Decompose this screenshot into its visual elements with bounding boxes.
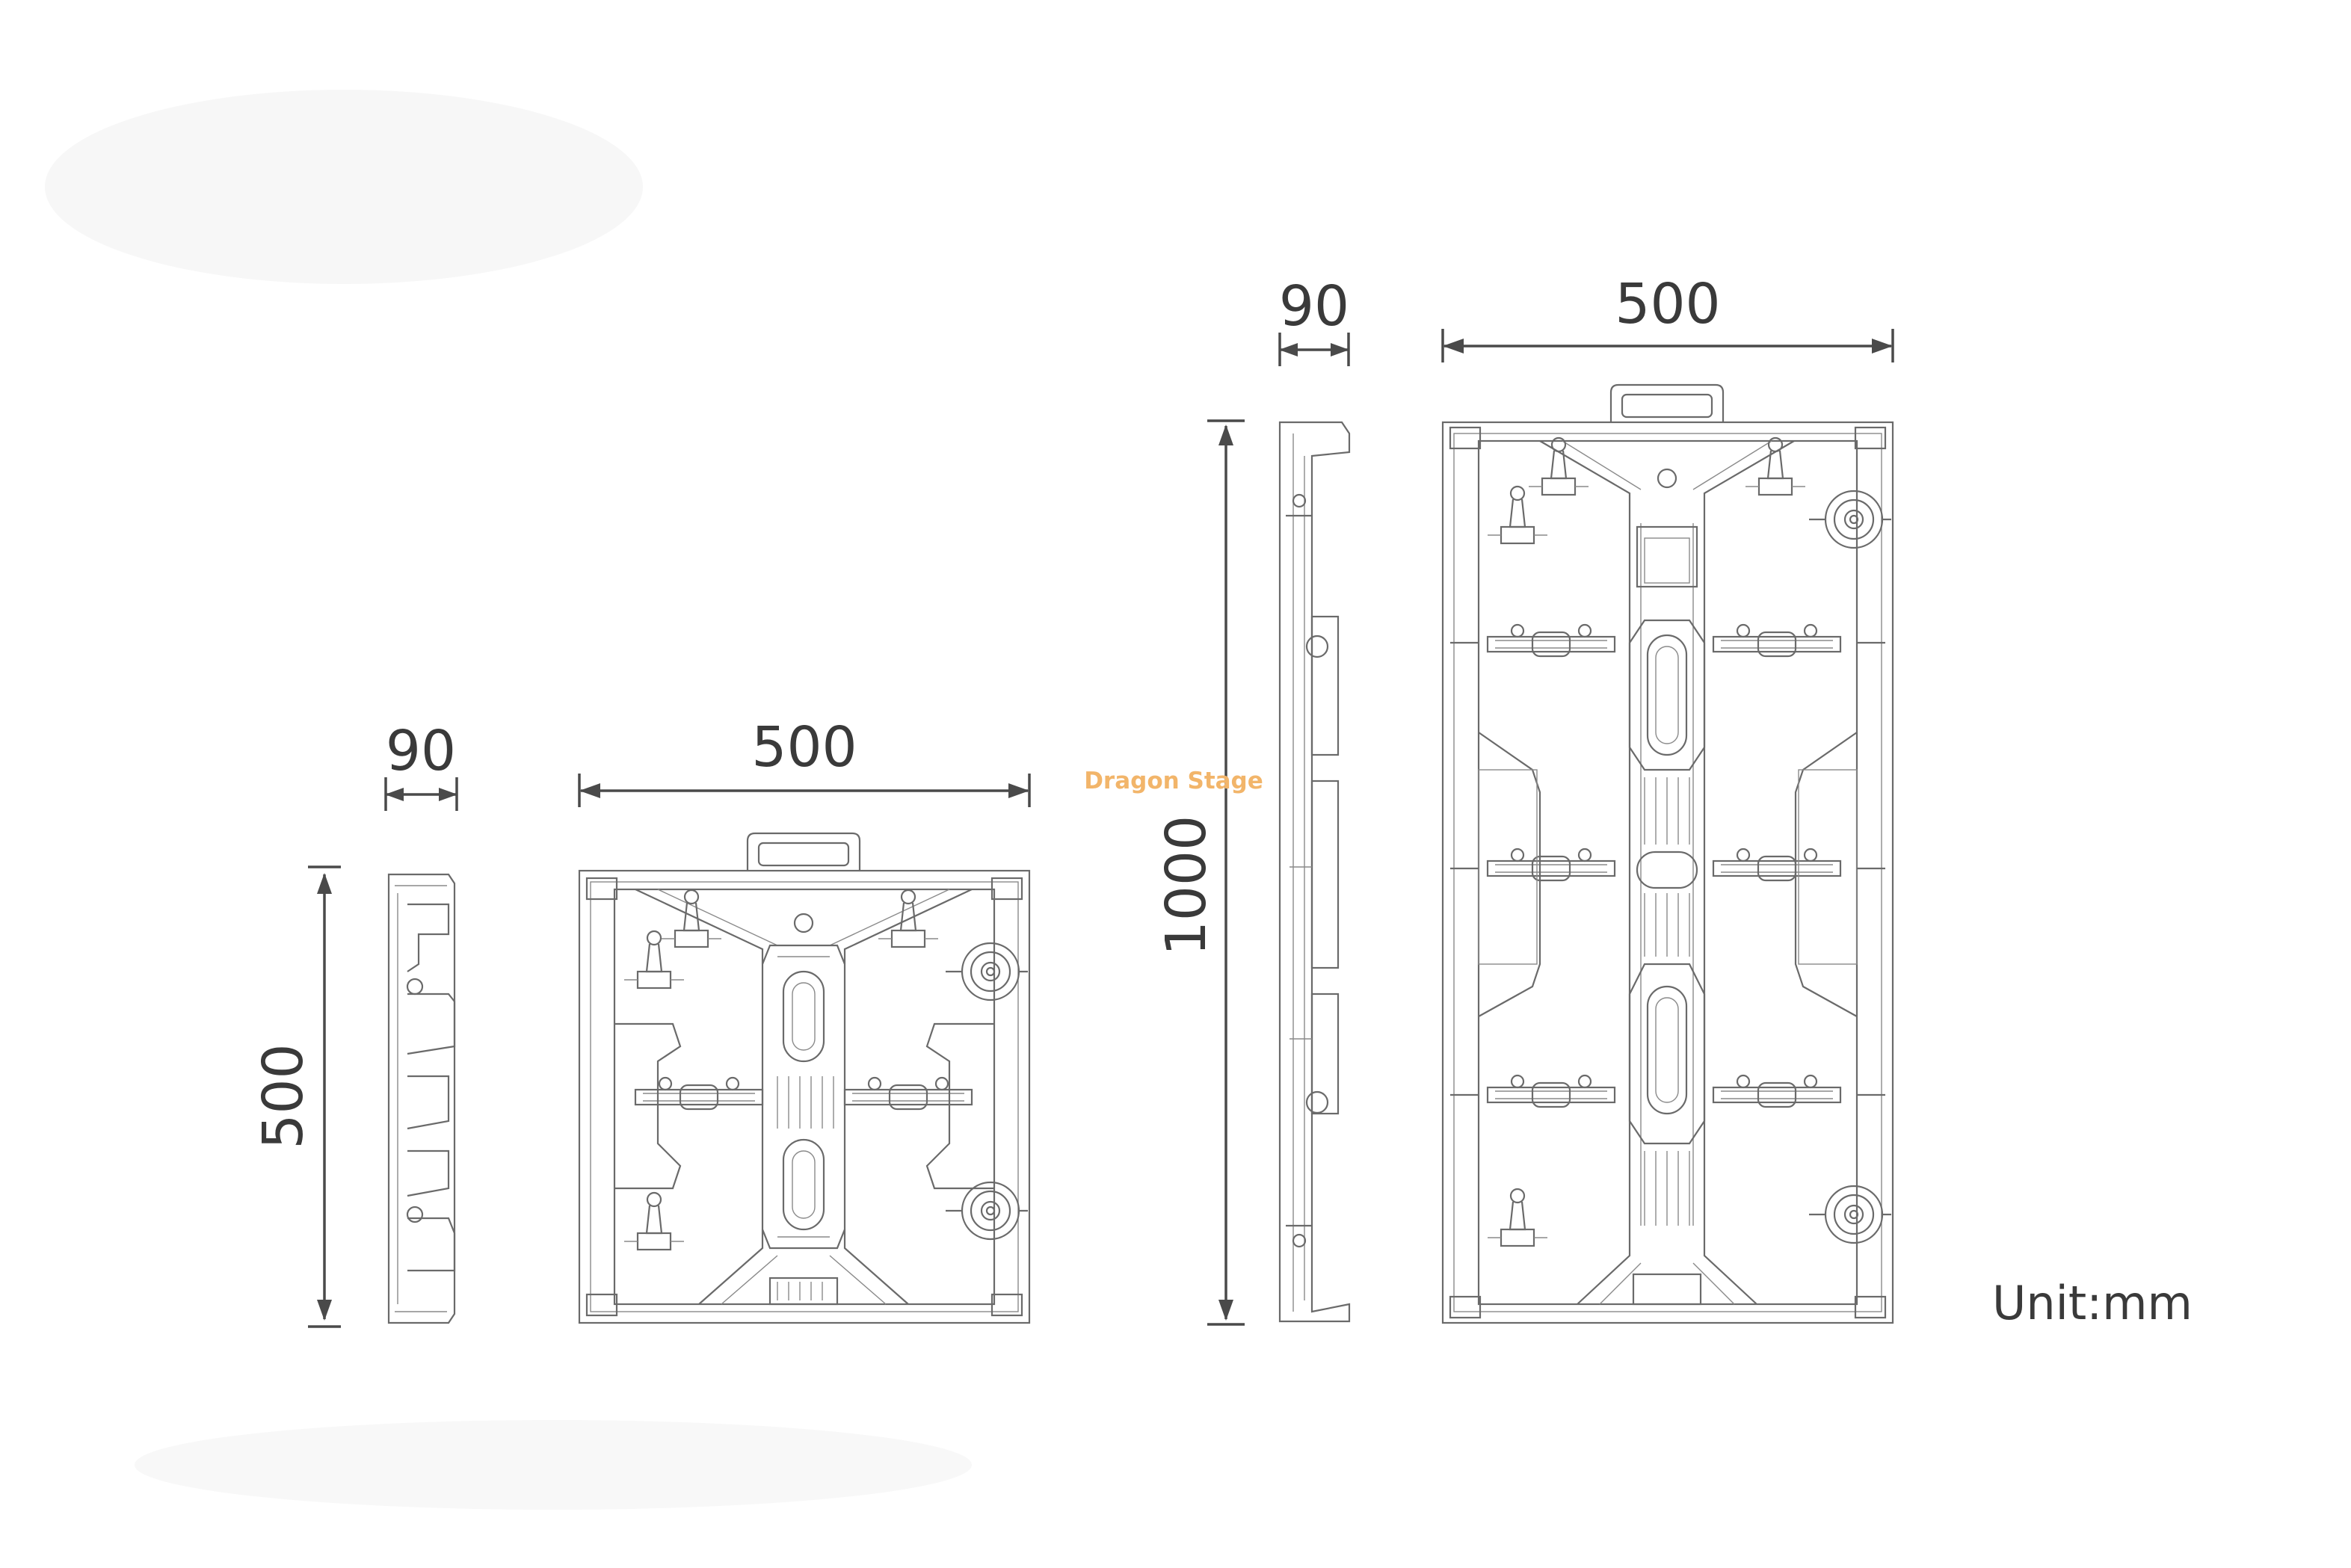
unit-label: Unit:mm bbox=[1992, 1276, 2193, 1330]
large-panel-front-view: 500 bbox=[1441, 272, 1894, 1324]
small-panel-side-view: 500 90 bbox=[251, 719, 458, 1328]
small-panel-front-view: 500 bbox=[578, 715, 1031, 1324]
large-width-label: 500 bbox=[1615, 272, 1720, 336]
large-height-label: 1000 bbox=[1154, 815, 1218, 956]
small-height-label: 500 bbox=[251, 1043, 315, 1149]
background-smudge bbox=[135, 1420, 972, 1510]
large-panel-side-view: 1000 90 bbox=[1154, 274, 1351, 1326]
watermark-text: Dragon Stage bbox=[1084, 768, 1263, 794]
small-width-label: 500 bbox=[751, 715, 857, 780]
background-smudge bbox=[45, 90, 643, 284]
small-depth-label: 90 bbox=[386, 719, 456, 783]
large-depth-label: 90 bbox=[1279, 274, 1349, 339]
